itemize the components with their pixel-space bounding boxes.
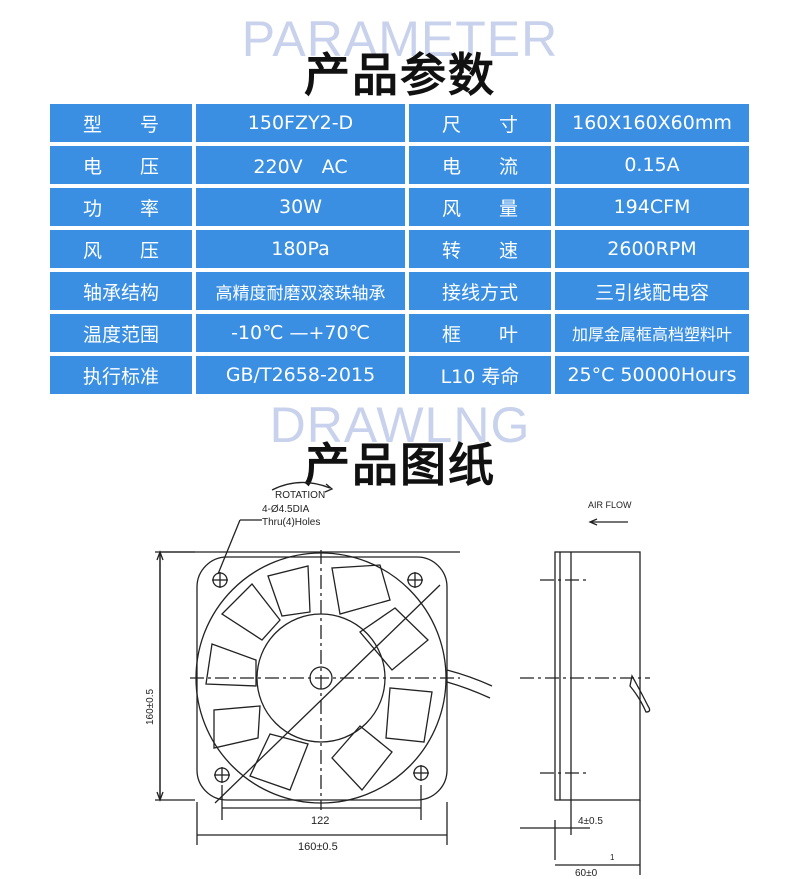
airflow-label: AIR FLOW: [588, 500, 632, 510]
height-dimension: 160±0.5: [145, 688, 156, 725]
depth-dimension-sup: 1: [610, 853, 615, 862]
rotation-arrow-icon: [271, 481, 331, 491]
hole-dimension: 122: [311, 815, 329, 827]
spec-label: 风 压: [50, 230, 192, 268]
holes-label: 4-Ø4.5DIA: [262, 504, 310, 515]
spec-value: 150FZY2-D: [196, 104, 405, 142]
spec-value: 加厚金属框高档塑料叶: [555, 314, 749, 352]
spec-value: 220V AC: [196, 146, 405, 184]
spec-label: 转 速: [409, 230, 551, 268]
spec-table: 型 号 150FZY2-D 尺 寸 160X160X60mm 电 压 220V …: [48, 102, 751, 396]
spec-label: 轴承结构: [50, 272, 192, 310]
spec-value: 194CFM: [555, 188, 749, 226]
rotation-label: ROTATION: [275, 490, 325, 501]
spec-label: 执行标准: [50, 356, 192, 394]
spec-label: 风 量: [409, 188, 551, 226]
holes-sub-label: Thru(4)Holes: [262, 517, 320, 528]
spec-value: 三引线配电容: [555, 272, 749, 310]
flange-dimension: 4±0.5: [578, 816, 603, 827]
spec-label: 功 率: [50, 188, 192, 226]
spec-label: 接线方式: [409, 272, 551, 310]
drawing-watermark: DRAWLNG: [269, 397, 531, 453]
parameter-watermark: PARAMETER: [241, 11, 559, 67]
spec-value: 高精度耐磨双滚珠轴承: [196, 272, 405, 310]
spec-label: 温度范围: [50, 314, 192, 352]
spec-label: 尺 寸: [409, 104, 551, 142]
spec-value: 2600RPM: [555, 230, 749, 268]
spec-value: 0.15A: [555, 146, 749, 184]
spec-value: GB/T2658-2015: [196, 356, 405, 394]
spec-value: -10℃ —+70℃: [196, 314, 405, 352]
spec-label: 型 号: [50, 104, 192, 142]
spec-value: 25°C 50000Hours: [555, 356, 749, 394]
spec-value: 160X160X60mm: [555, 104, 749, 142]
drawing-title: 产品图纸: [304, 438, 496, 492]
depth-dimension: 60±0: [575, 868, 598, 879]
fan-technical-drawing: ROTATION 4-Ø4.5DIA Thru(4)Holes AIR FLOW…: [145, 481, 651, 879]
fan-frame-side: [554, 551, 641, 801]
spec-label: 框 叶: [409, 314, 551, 352]
spec-value: 30W: [196, 188, 405, 226]
spec-label: L10 寿命: [409, 356, 551, 394]
width-dimension: 160±0.5: [298, 841, 338, 853]
spec-label: 电 流: [409, 146, 551, 184]
spec-label: 电 压: [50, 146, 192, 184]
spec-value: 180Pa: [196, 230, 405, 268]
rotation-arrowhead-icon: [324, 483, 334, 493]
parameter-title: 产品参数: [304, 48, 496, 102]
